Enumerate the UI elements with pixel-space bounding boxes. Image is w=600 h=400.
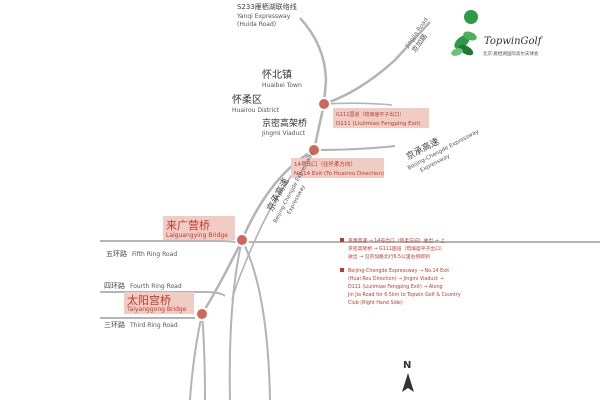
directions-bullet-en xyxy=(340,268,344,272)
logo-ball-icon xyxy=(464,10,478,24)
d111-exit-box xyxy=(333,108,429,128)
directions-cn-line3: 驶出 → 沿京加路北行6.5公里右侧即到 xyxy=(348,253,430,260)
directions-en-line5: Club (Right Hand Side) xyxy=(348,300,403,306)
exit14-label-en: No.14 Exit (To Huairou Direction) xyxy=(294,171,384,177)
branch-east-road xyxy=(313,145,396,151)
fourth-ring-label-en: Fourth Ring Road xyxy=(130,283,182,290)
fourth-ring-road xyxy=(100,291,226,297)
third-ring-label-cn: 三环路 xyxy=(104,320,125,329)
d111-exit-label-cn: G111国道（琉璃庙平子出口） xyxy=(336,111,404,118)
logo-leaf-icon xyxy=(451,31,477,56)
branch-upper-road xyxy=(323,102,393,106)
taiyanggong-box xyxy=(124,292,194,314)
jingmi-viaduct-road xyxy=(312,103,326,151)
north-arrow: N xyxy=(402,360,414,392)
node-jingmi-top xyxy=(317,97,331,111)
north-arrow-icon xyxy=(402,373,414,392)
third-ring-label-en: Third Ring Road xyxy=(129,322,178,329)
huaibei-label-en: Huaibei Town xyxy=(262,82,302,89)
laiguangying-box xyxy=(163,216,235,240)
exit14-box xyxy=(291,158,384,178)
north-label: N xyxy=(403,360,411,371)
d111-exit-label-en: D111 (Liulimiao Fengping Exit) xyxy=(336,121,421,127)
directions-cn-line1: 京承高速 → 14号出口（怀柔方向）驶出 → 上 xyxy=(348,237,445,244)
node-exit14 xyxy=(307,143,321,157)
directions-bullet-cn xyxy=(340,238,344,242)
taiyanggong-label-cn: 太阳宫桥 xyxy=(127,293,171,307)
directions-en-line4: Jin Jia Road for 6.5km to Topwin Golf & … xyxy=(347,292,461,298)
topwin-golf-logo: TopwinGolf 北京·雁栖湖国际高尔夫球会 xyxy=(451,10,544,57)
directions-en-line3: D111 (Liulimiao Fengping Exit) → Along xyxy=(348,284,443,290)
south-road-2 xyxy=(228,239,243,400)
top-road-label-en: Yanqi Expressway xyxy=(236,13,291,20)
directions-cn-line2: 京密高架桥 → G111国道（琉璃庙平子出口） xyxy=(348,245,445,252)
directions-en-line1: Beijing-Chengde Expressway → No.14 Exit xyxy=(348,268,449,274)
node-laiguangying xyxy=(235,233,249,247)
node-taiyanggong xyxy=(195,307,209,321)
laiguangying-label-en: Laiguangying Bridge xyxy=(166,232,228,239)
jingjia-road xyxy=(323,21,431,106)
fourth-ring-label-cn: 四环路 xyxy=(104,281,125,290)
jingmi-label-en: Jingmi Viaduct xyxy=(261,130,306,137)
fifth-ring-label-en: Fifth Ring Road xyxy=(132,251,177,258)
huairou-label-en: Huairou District xyxy=(232,107,280,114)
south-road-3 xyxy=(201,313,206,400)
huaibei-label-cn: 怀北镇 xyxy=(262,68,292,81)
huairou-label-cn: 怀柔区 xyxy=(232,94,262,106)
directions-en-line2: (Huai Rou Direction) → Jingmi Viaduct → xyxy=(348,276,444,282)
exit14-label-cn: 14号出口（往怀柔方向） xyxy=(294,160,356,168)
jingmi-label-cn: 京密高架桥 xyxy=(262,117,307,129)
laiguangying-label-cn: 来广营桥 xyxy=(166,218,210,232)
top-road-label-en2: (Huida Road) xyxy=(237,21,276,28)
south-road-1 xyxy=(241,239,271,400)
fifth-ring-label-cn: 五环路 xyxy=(106,249,127,258)
fifth-ring-road xyxy=(100,240,600,243)
logo-name: TopwinGolf xyxy=(484,36,544,47)
top-road-label-cn: S233雁栖湖联络线 xyxy=(237,2,297,11)
logo-subtitle: 北京·雁栖湖国际高尔夫球会 xyxy=(483,50,539,57)
taiyanggong-label-en: Taiyanggong Bridge xyxy=(126,306,187,313)
yanqi-expressway-road xyxy=(299,17,328,105)
south-road-4 xyxy=(189,313,203,400)
